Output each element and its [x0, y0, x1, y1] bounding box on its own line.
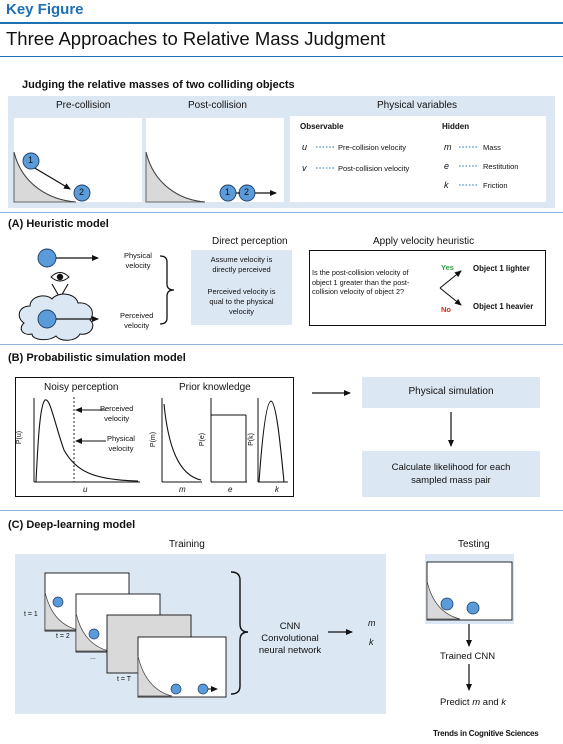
- pre-collision-label: Pre-collision: [56, 100, 111, 111]
- training-bracket: [230, 571, 249, 695]
- apply-heuristic-title: Apply velocity heuristic: [373, 236, 475, 247]
- testing-label: Testing: [458, 539, 490, 550]
- hidden-label: Hidden: [442, 122, 470, 131]
- observable-label: Observable: [300, 122, 344, 131]
- title-rule: [0, 56, 563, 57]
- post-ramp: [145, 151, 206, 203]
- var-u-symbol: u: [302, 142, 308, 152]
- perceived-label: Perceived velocity: [100, 404, 134, 423]
- direct-perception-box: [191, 250, 292, 325]
- var-v-symbol: v: [302, 163, 307, 173]
- var-u-desc: Pre-collision velocity: [338, 143, 406, 152]
- heuristic-bracket: [159, 255, 175, 325]
- pm-axis-label: P(m): [150, 431, 158, 448]
- top-heading: Judging the relative masses of two colli…: [22, 79, 295, 91]
- post-ball-2-label: 2: [244, 187, 250, 197]
- testing-frame: [426, 561, 513, 621]
- frame-dots: ...: [90, 654, 96, 661]
- probabilistic-box: [15, 377, 294, 497]
- pe-axis-label: P(e): [199, 432, 207, 447]
- trained-cnn-label: Trained CNN: [440, 651, 496, 662]
- variables-box: [290, 116, 546, 202]
- physical-simulation-label: Physical simulation: [408, 386, 494, 397]
- deep-learning-title: (C) Deep-learning model: [8, 519, 136, 531]
- training-label: Training: [169, 539, 205, 550]
- m-axis-label: m: [179, 485, 186, 494]
- no-label: No: [441, 305, 451, 314]
- noisy-plot: [33, 397, 140, 483]
- noisy-perception-title: Noisy perception: [44, 382, 119, 393]
- predict-text: Predict: [440, 697, 473, 708]
- pre-ball-1: [22, 152, 40, 170]
- heuristic-box: [309, 250, 546, 326]
- k-axis-label: k: [275, 485, 279, 494]
- pre-ball-2: [73, 184, 91, 202]
- perceived-velocity-label: Perceived velocity: [120, 311, 154, 330]
- likelihood-box: [362, 451, 540, 497]
- likelihood-label: Calculate likelihood for each sampled ma…: [391, 462, 511, 486]
- var-v-desc: Post-collision velocity: [338, 164, 410, 173]
- yes-branch: [439, 270, 462, 289]
- pe-plot: [210, 398, 247, 483]
- pk-axis-label: P(k): [247, 433, 255, 446]
- var-k-desc: Friction: [483, 181, 508, 190]
- var-k-symbol: k: [444, 180, 449, 190]
- output-k: k: [369, 637, 374, 647]
- pre-ball-1-label: 1: [28, 155, 34, 165]
- var-m-desc: Mass: [483, 143, 501, 152]
- key-figure-label: Key Figure: [6, 1, 84, 18]
- physical-velocity-label: Physical velocity: [124, 251, 152, 270]
- no-branch: [439, 287, 462, 306]
- var-m-symbol: m: [444, 142, 452, 152]
- pre-ramp: [13, 151, 77, 203]
- pre-arrow: [32, 166, 71, 190]
- var-dots: [316, 146, 479, 186]
- physical-label: Physical velocity: [107, 434, 135, 453]
- physical-simulation-box: [362, 377, 540, 408]
- frame-tT-label: t = T: [117, 676, 132, 683]
- direct-perception-title: Direct perception: [212, 236, 288, 247]
- section-rule-b: [0, 344, 563, 345]
- cnn-label: CNN Convolutional neural network: [258, 621, 322, 656]
- var-e-desc: Restitution: [483, 162, 519, 171]
- predict-k: k: [501, 697, 507, 708]
- heuristic-title: (A) Heuristic model: [8, 218, 109, 230]
- predict-m: m: [472, 697, 481, 708]
- var-e-symbol: e: [444, 161, 450, 171]
- heuristic-question: Is the post-collision velocity of object…: [312, 268, 410, 296]
- perceived-ball: [37, 309, 57, 329]
- dp-text-perceived: Perceived velocity is qual to the physic…: [207, 287, 276, 316]
- eye-icon: [50, 272, 70, 282]
- section-rule-c: [0, 510, 563, 511]
- pre-ball-2-label: 2: [79, 187, 85, 197]
- output-m: m: [368, 618, 376, 628]
- footer-journal: Trends in Cognitive Sciences: [433, 729, 539, 738]
- prior-knowledge-title: Prior knowledge: [179, 382, 251, 393]
- section-rule-a: [0, 212, 563, 213]
- dp-text-assume: Assume velocity is directly perceived: [210, 255, 273, 274]
- object-lighter-label: Object 1 lighter: [473, 264, 530, 273]
- pu-axis-label: P(u): [16, 430, 24, 445]
- pm-plot: [161, 398, 202, 483]
- post-ball-1-label: 1: [225, 187, 231, 197]
- header-rule: [0, 22, 563, 24]
- heuristic-ball: [37, 248, 57, 268]
- training-frames: [44, 572, 227, 698]
- pk-plot: [257, 398, 288, 483]
- u-axis-label: u: [83, 485, 88, 494]
- probabilistic-title: (B) Probabilistic simulation model: [8, 352, 186, 364]
- object-heavier-label: Object 1 heavier: [473, 302, 534, 311]
- post-collision-label: Post-collision: [188, 100, 247, 111]
- frame-t1-label: t = 1: [24, 611, 38, 618]
- page-title: Three Approaches to Relative Mass Judgme…: [6, 28, 386, 49]
- predict-label: Predict m and k: [440, 697, 506, 708]
- frame-t2-label: t = 2: [56, 633, 70, 640]
- predict-and: and: [480, 697, 502, 708]
- yes-label: Yes: [441, 263, 454, 272]
- e-axis-label: e: [228, 485, 233, 494]
- physical-variables-label: Physical variables: [377, 100, 458, 111]
